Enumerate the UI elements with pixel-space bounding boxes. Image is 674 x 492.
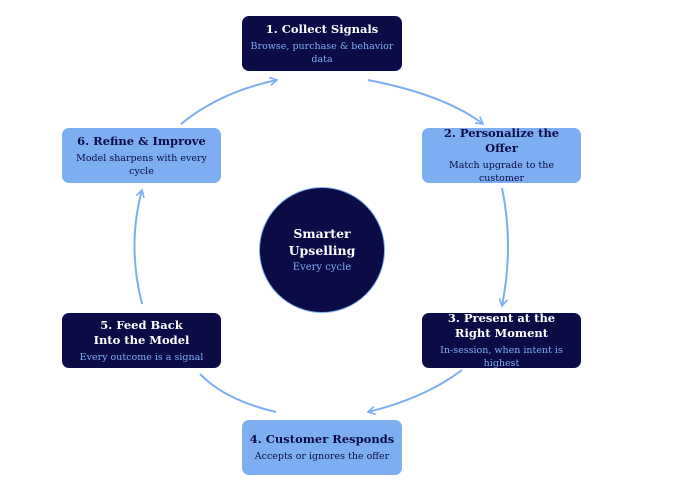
step-feed-back-model: 5. Feed Back Into the Model Every outcom… — [62, 313, 221, 368]
step-customer-responds: 4. Customer Responds Accepts or ignores … — [242, 420, 402, 475]
center-hub: Smarter Upselling Every cycle — [259, 187, 385, 313]
arrow-2-to-3 — [498, 187, 509, 308]
step-subtitle: Accepts or ignores the offer — [254, 451, 390, 462]
step-subtitle: In-session, when intent is highest — [440, 345, 563, 369]
arrow-3-to-4 — [366, 369, 463, 415]
step-collect-signals: 1. Collect Signals Browse, purchase & be… — [242, 16, 402, 71]
arrow-1-to-2 — [367, 79, 485, 125]
step-title: 6. Refine & Improve — [77, 133, 206, 148]
step-title: 1. Collect Signals — [265, 21, 379, 36]
step-subtitle: Browse, purchase & behavior data — [250, 40, 394, 65]
step-subtitle: Every outcome is a signal — [79, 351, 204, 363]
step-title: 5. Feed Back Into the Model — [93, 317, 190, 347]
step-refine-improve: 6. Refine & Improve Model sharpens with … — [62, 128, 221, 183]
arrow-4-to-5 — [199, 373, 277, 413]
step-personalize-offer: 2. Personalize the Offer Match upgrade t… — [422, 126, 581, 184]
center-subtitle: Every cycle — [292, 262, 352, 273]
step-subtitle: Model sharpens with every cycle — [76, 152, 207, 177]
center-title: Smarter Upselling — [288, 226, 356, 258]
step-subtitle: Match upgrade to the customer — [449, 160, 554, 184]
step-title: 4. Customer Responds — [249, 432, 395, 446]
step-title: 3. Present at the Right Moment — [447, 311, 556, 340]
step-present-right-moment: 3. Present at the Right Moment In-sessio… — [422, 311, 581, 369]
arrow-6-to-1 — [180, 76, 279, 125]
arrow-5-to-6 — [133, 188, 145, 305]
step-title: 2. Personalize the Offer — [443, 126, 560, 155]
